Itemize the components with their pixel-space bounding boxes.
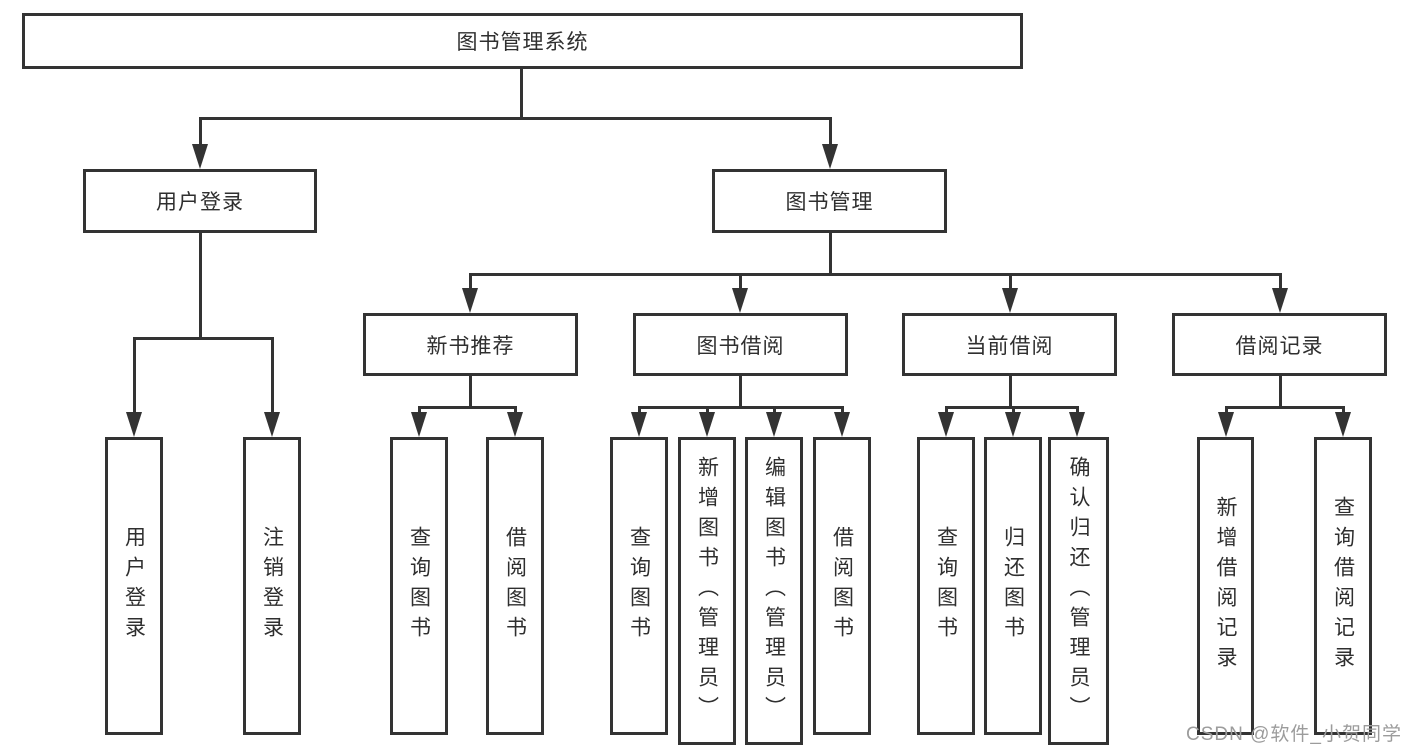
connector-line xyxy=(945,406,948,414)
arrow-head xyxy=(1069,412,1085,437)
arrow-head xyxy=(192,144,208,169)
arrow-head xyxy=(1218,412,1234,437)
connector-line xyxy=(1076,406,1079,414)
connector-line xyxy=(1225,406,1228,414)
connector-line xyxy=(1012,406,1015,414)
node-current-borrowing: 当前借阅 xyxy=(902,313,1117,376)
connector-line xyxy=(829,117,832,146)
connector-line xyxy=(739,376,742,409)
leaf-add-books-admin: 新增图书（管理员） xyxy=(678,437,736,745)
leaf-user-login: 用户登录 xyxy=(105,437,163,735)
connector-line xyxy=(1225,406,1345,409)
connector-line xyxy=(418,406,421,414)
node-borrowing-records: 借阅记录 xyxy=(1172,313,1387,376)
connector-line xyxy=(1342,406,1345,414)
connector-line xyxy=(133,337,136,414)
connector-line xyxy=(638,406,844,409)
connector-line xyxy=(841,406,844,414)
node-book-borrowing: 图书借阅 xyxy=(633,313,848,376)
node-new-book-recommend: 新书推荐 xyxy=(363,313,578,376)
leaf-query-books-borrowing: 查询图书 xyxy=(610,437,668,735)
connector-line xyxy=(133,337,274,340)
leaf-query-borrow-record: 查询借阅记录 xyxy=(1314,437,1372,735)
arrow-head xyxy=(462,288,478,313)
arrow-head xyxy=(822,144,838,169)
connector-line xyxy=(739,273,742,290)
connector-line xyxy=(1009,273,1012,290)
connector-line xyxy=(829,233,832,273)
arrow-head xyxy=(938,412,954,437)
connector-line xyxy=(199,117,832,120)
leaf-confirm-return-admin: 确认归还（管理员） xyxy=(1048,437,1109,745)
leaf-edit-books-admin: 编辑图书（管理员） xyxy=(745,437,803,745)
arrow-head xyxy=(834,412,850,437)
connector-line xyxy=(418,406,517,409)
connector-line xyxy=(514,406,517,414)
arrow-head xyxy=(766,412,782,437)
connector-line xyxy=(1009,376,1012,409)
arrow-head xyxy=(1335,412,1351,437)
arrow-head xyxy=(1002,288,1018,313)
connector-line xyxy=(469,376,472,409)
connector-line xyxy=(271,337,274,414)
connector-line xyxy=(706,406,709,414)
node-library-system: 图书管理系统 xyxy=(22,13,1023,69)
arrow-head xyxy=(1272,288,1288,313)
node-user-login-branch: 用户登录 xyxy=(83,169,317,233)
leaf-query-books-recommend: 查询图书 xyxy=(390,437,448,735)
arrow-head xyxy=(631,412,647,437)
connector-line xyxy=(469,273,472,290)
arrow-head xyxy=(699,412,715,437)
connector-line xyxy=(469,273,1282,276)
connector-line xyxy=(1279,376,1282,409)
arrow-head xyxy=(126,412,142,437)
arrow-head xyxy=(507,412,523,437)
connector-line xyxy=(199,117,202,146)
connector-line xyxy=(773,406,776,414)
arrow-head xyxy=(264,412,280,437)
connector-line xyxy=(199,232,202,337)
connector-line xyxy=(638,406,641,414)
arrow-head xyxy=(1005,412,1021,437)
leaf-logout: 注销登录 xyxy=(243,437,301,735)
leaf-return-books: 归还图书 xyxy=(984,437,1042,735)
leaf-add-borrow-record: 新增借阅记录 xyxy=(1197,437,1254,735)
connector-line xyxy=(1279,273,1282,290)
csdn-watermark: CSDN @软件_小贺同学 xyxy=(1186,724,1402,745)
connector-line xyxy=(520,68,523,117)
leaf-borrow-books-borrowing: 借阅图书 xyxy=(813,437,871,735)
arrow-head xyxy=(411,412,427,437)
node-book-management: 图书管理 xyxy=(712,169,947,233)
arrow-head xyxy=(732,288,748,313)
leaf-query-books-current: 查询图书 xyxy=(917,437,975,735)
leaf-borrow-books-recommend: 借阅图书 xyxy=(486,437,544,735)
